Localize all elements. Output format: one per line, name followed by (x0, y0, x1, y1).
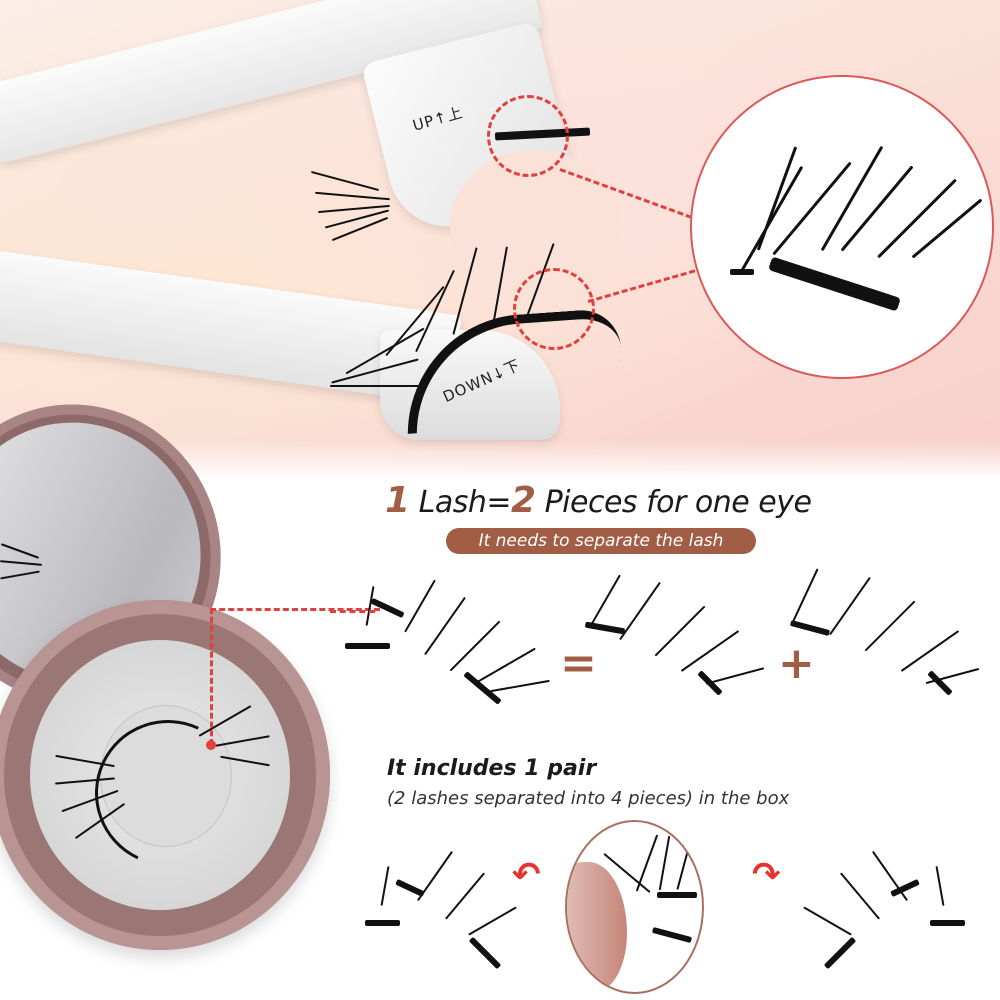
headline: 1 Lash=2 Pieces for one eye (385, 480, 812, 521)
compact-callout-line-v (210, 608, 213, 745)
magnified-lash-detail (690, 75, 994, 379)
headline-text-1: Lash= (409, 485, 512, 520)
compact-callout-line-h (210, 608, 380, 611)
lash-piece-2 (775, 568, 985, 710)
lower-lash-on-tool (330, 230, 610, 410)
compact-callout-dot (206, 740, 216, 750)
magnet-strip (768, 256, 901, 312)
finger (567, 862, 627, 992)
headline-number-1: 1 (385, 480, 410, 521)
plus-sign: + (778, 638, 815, 689)
arrow-right-icon: ↷ (752, 855, 781, 895)
includes-description: (2 lashes separated into 4 pieces) in th… (387, 788, 790, 809)
full-lash-image (330, 565, 550, 715)
headline-text-2: Pieces for one eye (535, 485, 812, 520)
applicator-grip-hole (60, 145, 230, 225)
separated-lash-right (790, 835, 970, 975)
upper-lash-on-tool (310, 160, 400, 242)
mirror-lash-reflection (0, 540, 45, 590)
headline-number-2: 2 (510, 480, 536, 521)
upper-callout-circle (487, 95, 569, 177)
includes-title: It includes 1 pair (387, 756, 597, 781)
compact-lash (55, 699, 275, 887)
separation-detail-circle (565, 820, 704, 994)
separate-lash-badge: It needs to separate the lash (446, 528, 756, 554)
arrow-left-icon: ↶ (512, 855, 541, 895)
lower-callout-circle (513, 268, 595, 350)
lash-piece-1 (565, 574, 765, 700)
equals-sign: = (560, 638, 597, 689)
separated-lash-left (355, 835, 525, 975)
full-lash-callout-line (330, 610, 375, 613)
